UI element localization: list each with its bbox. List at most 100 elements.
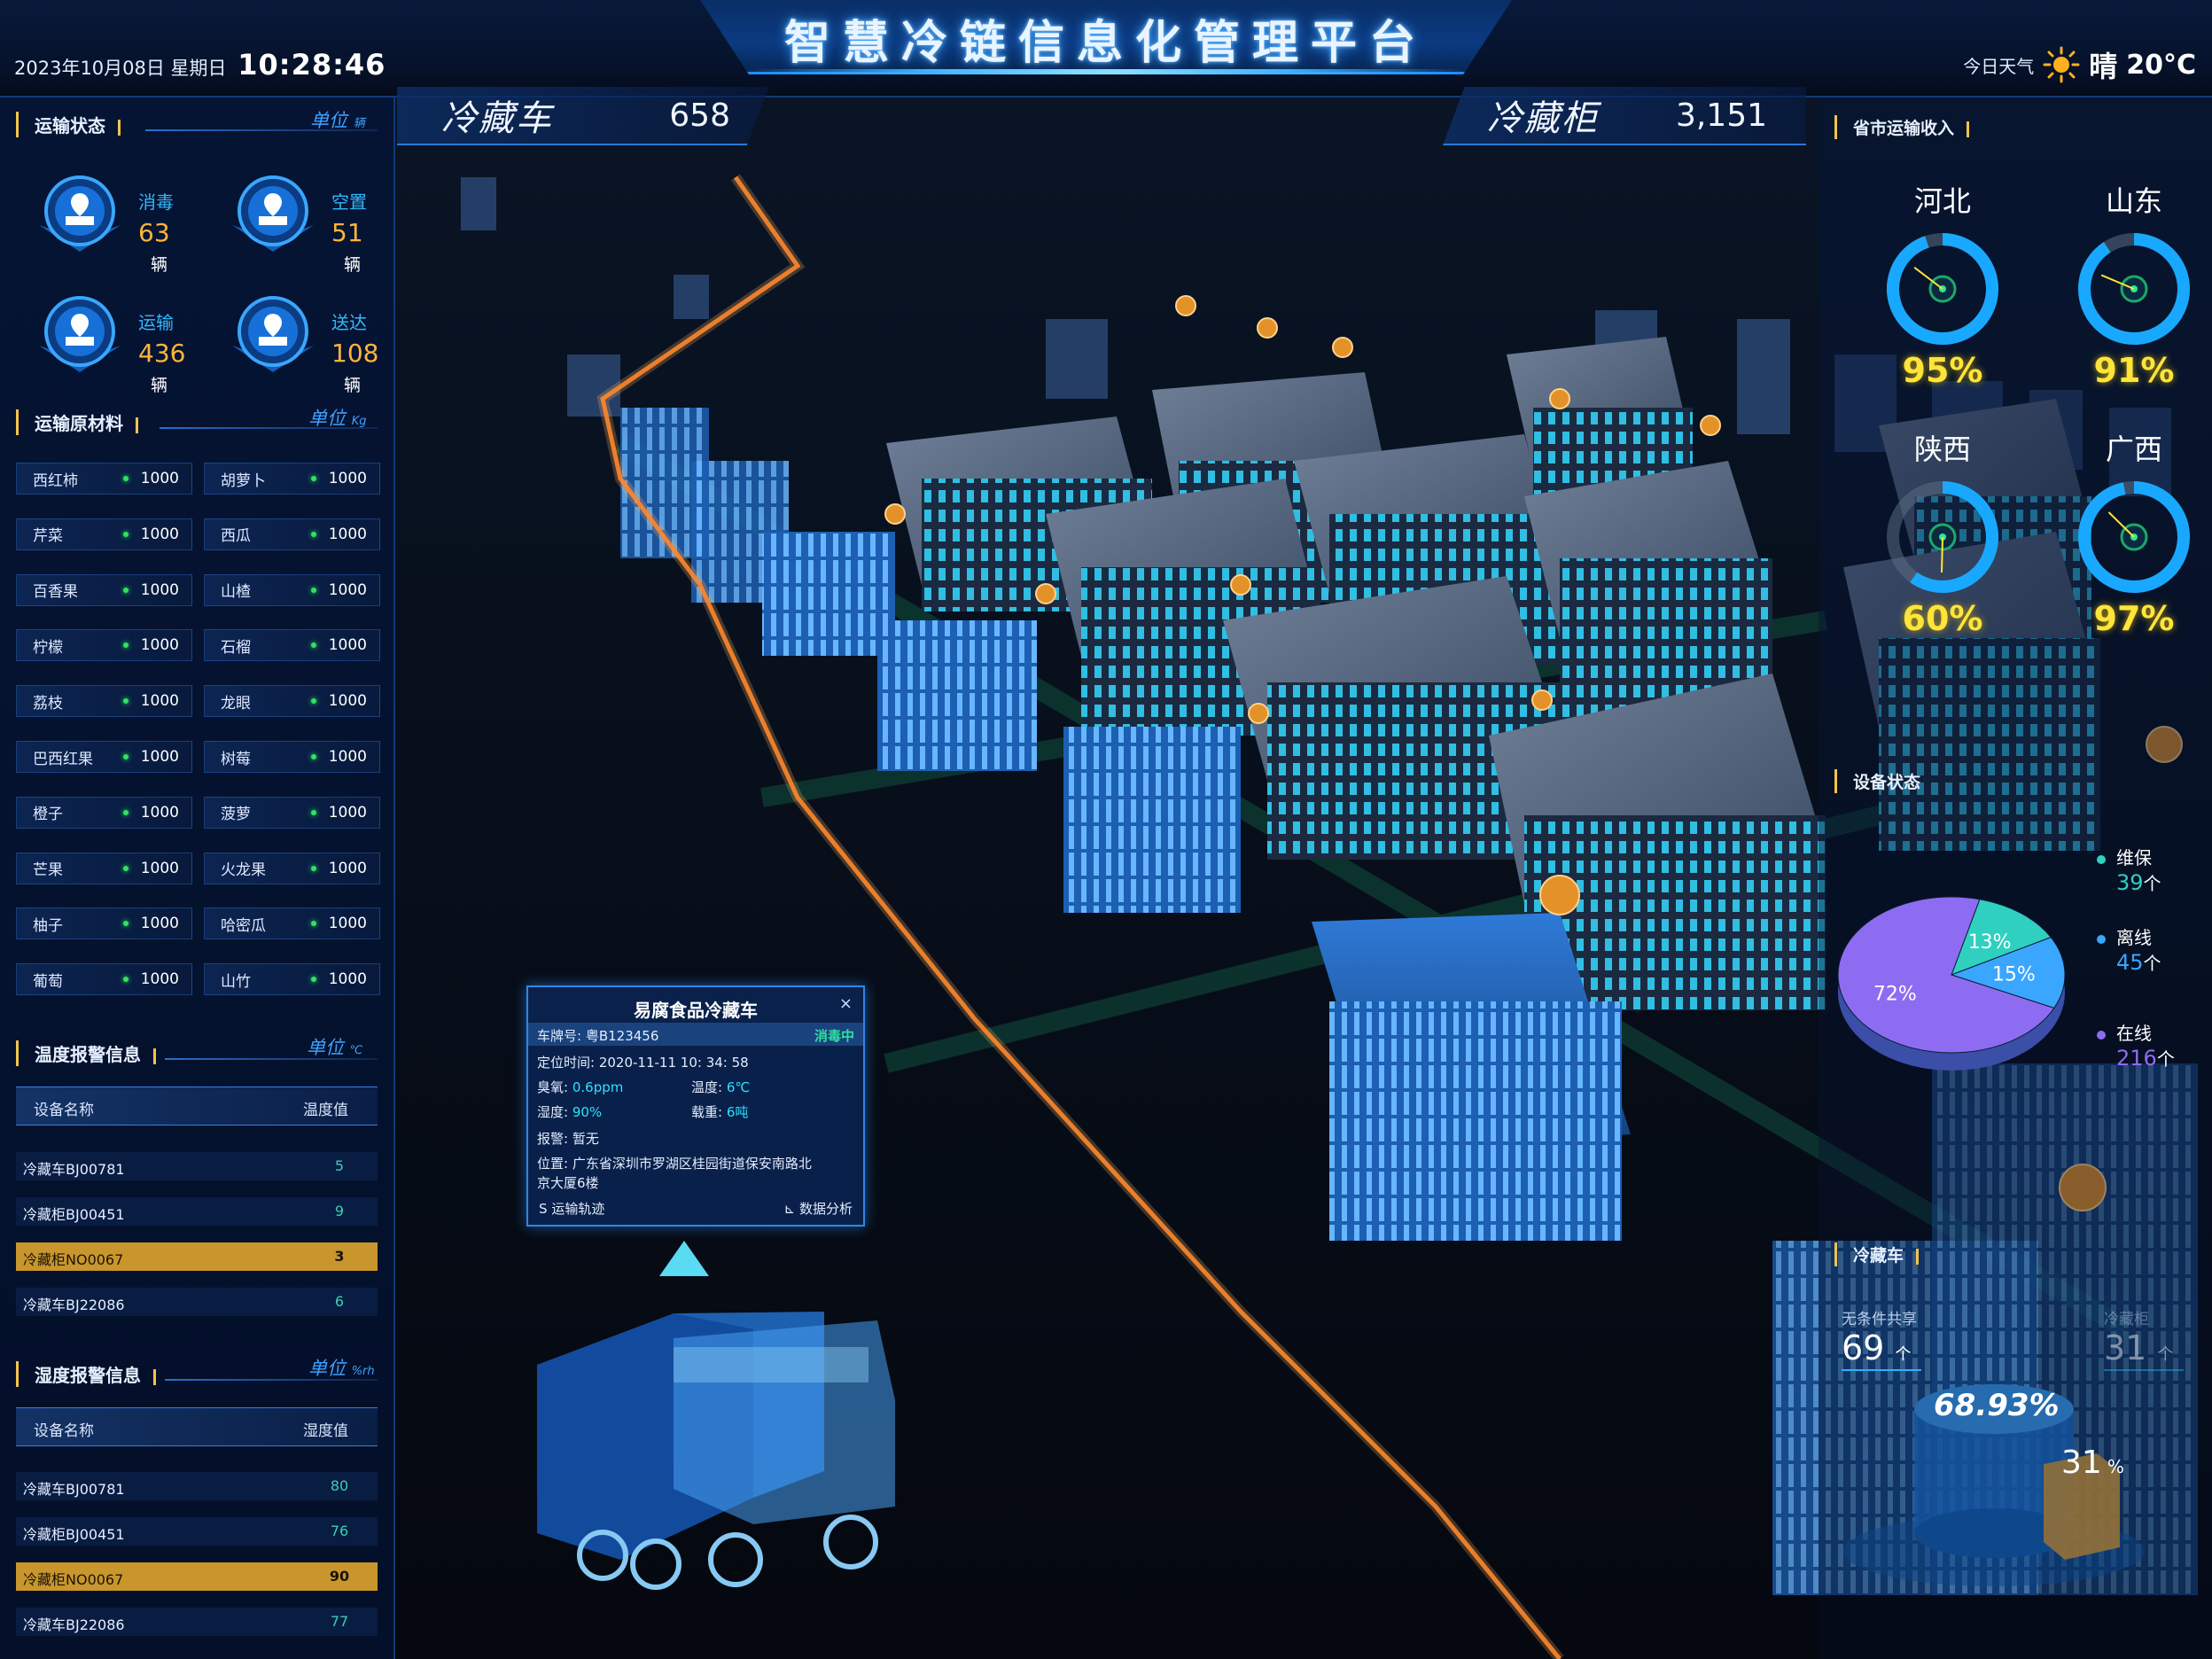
status-label: 空置	[331, 191, 367, 213]
material-value: 1000	[140, 803, 179, 822]
legend-dot-icon	[2097, 1031, 2106, 1040]
status-card-disinfect[interactable]: 消毒 63 辆	[16, 170, 193, 275]
pie-slice[interactable]	[1837, 896, 2055, 1054]
status-value: 51辆	[331, 218, 386, 276]
device-value: 6	[334, 1293, 345, 1310]
status-dot-icon	[310, 977, 316, 983]
cabinet-percent: 31%	[2061, 1445, 2124, 1481]
legend-dot-icon	[2097, 855, 2106, 864]
device-name: 冷藏车BJ00781	[23, 1481, 125, 1498]
col-humidity-value: 湿度值	[303, 1422, 348, 1440]
cold-truck-title-text: 冷藏车	[1853, 1246, 1904, 1266]
pie-slice[interactable]	[1950, 937, 2066, 1009]
status-dot-icon	[310, 921, 316, 927]
material-name: 柠檬	[33, 638, 63, 657]
vehicle-info-popup[interactable]: 易腐食品冷藏车 × 车牌号: 粤B123456 消毒中 定位时间: 2020-1…	[526, 985, 865, 1227]
weather: 今日天气 晴 20°C	[1963, 44, 2196, 85]
humidity-alarm-title: 湿度报警信息	[16, 1361, 156, 1387]
popup-state: 消毒中	[814, 1028, 854, 1044]
status-card-transit[interactable]: 运输 436辆	[16, 291, 193, 395]
material-name: 石榴	[221, 638, 251, 657]
gauge-dial	[1887, 481, 1998, 593]
popup-humidity: 湿度: 90%	[537, 1104, 603, 1120]
material-value: 1000	[140, 692, 179, 711]
status-number: 108	[331, 339, 379, 368]
device-value: 90	[329, 1568, 350, 1585]
track-button[interactable]: S 运输轨迹	[539, 1201, 605, 1217]
device-name: 冷藏柜NO0067	[23, 1251, 124, 1268]
gauge-dial	[2078, 233, 2190, 345]
truck-location-icon	[39, 175, 121, 252]
status-card-delivered[interactable]: 送达 108辆	[209, 291, 386, 395]
status-unit: 辆	[344, 255, 362, 275]
analysis-button[interactable]: ⊾ 数据分析	[783, 1201, 853, 1217]
materials-title: 运输原材料	[16, 409, 138, 435]
material-name: 橙子	[33, 806, 63, 824]
status-dot-icon	[310, 865, 316, 871]
popup-location: 位置: 广东省深圳市罗湖区桂园街道保安南路北	[537, 1156, 812, 1172]
material-name: 哈密瓜	[221, 916, 266, 935]
status-value: 63 辆	[138, 218, 193, 276]
cabinet-label: 冷藏柜	[2104, 1311, 2149, 1328]
shared-value: 69	[1842, 1328, 1885, 1367]
close-icon[interactable]: ×	[838, 994, 853, 1013]
legend-unit: 个	[2143, 873, 2161, 894]
header: 智慧冷链信息化管理平台 2023年10月08日 星期日 10:28:46 今日天…	[0, 0, 2212, 97]
transport-status-title-text: 运输状态	[35, 115, 105, 136]
section-rule	[165, 1379, 378, 1381]
status-unit: 辆	[151, 255, 168, 275]
humidity-alarm-title-text: 湿度报警信息	[35, 1365, 141, 1386]
material-name: 荔枝	[33, 694, 63, 713]
popup-plate-row	[528, 1023, 863, 1046]
truck-location-icon	[232, 175, 314, 252]
device-value: 9	[334, 1203, 345, 1219]
transport-unit: 单位 辆	[310, 106, 365, 133]
material-name: 火龙果	[221, 861, 266, 880]
pie-slice[interactable]	[1951, 899, 2052, 976]
device-name: 冷藏车BJ00781	[23, 1161, 125, 1178]
truck-location-icon	[232, 296, 314, 372]
status-number: 63	[138, 218, 170, 247]
material-value: 1000	[328, 636, 367, 655]
status-label: 消毒	[138, 191, 174, 213]
pie-label: 15%	[1992, 963, 2036, 985]
legend-count: 45	[2116, 950, 2144, 975]
date-text: 2023年10月08日 星期日	[14, 58, 227, 79]
legend-name: 在线	[2116, 1023, 2152, 1044]
cabinet-unit: 个	[2157, 1345, 2174, 1364]
popup-ozone: 臭氧: 0.6ppm	[537, 1079, 624, 1095]
status-card-idle[interactable]: 空置 51辆	[209, 170, 386, 275]
device-name: 冷藏车BJ22086	[23, 1616, 125, 1633]
status-dot-icon	[122, 587, 129, 593]
pie-label: 72%	[1873, 984, 1917, 1006]
truck-location-icon	[39, 296, 121, 372]
temp-alarm-title: 温度报警信息	[16, 1040, 156, 1066]
humidity-unit-label: 单位	[308, 1358, 346, 1379]
material-item: 荔枝 1000	[16, 685, 192, 718]
shared-label: 无条件共享	[1842, 1311, 1917, 1328]
transport-unit-value: 辆	[353, 117, 365, 130]
device-value: 76	[330, 1523, 349, 1539]
legend-name: 维保	[2116, 847, 2152, 868]
material-value: 1000	[328, 525, 367, 543]
material-value: 1000	[328, 748, 367, 766]
temperature: 20°C	[2126, 49, 2196, 81]
